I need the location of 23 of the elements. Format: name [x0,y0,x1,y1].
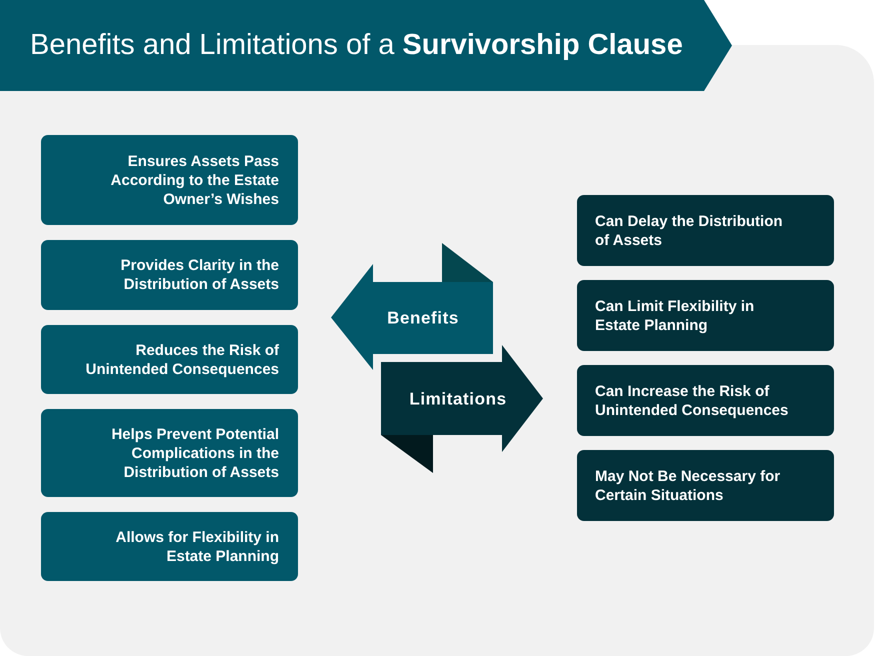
benefit-text: Helps Prevent Potential Complications in the Distribution of Assets [110,424,279,482]
left-arrow-shape [331,243,493,370]
arrow-label: Limitations [409,388,507,409]
limitation-box [577,450,834,521]
right-arrow-shape [381,345,543,473]
limitation-box [577,195,834,266]
benefit-box [41,325,298,394]
benefit-box [41,135,298,225]
benefit-text: Allows for Flexibility in Estate Planning [114,528,279,566]
benefit-box [41,512,298,581]
benefit-text: Provides Clarity in the Distribution of Assets [120,256,279,294]
benefit-box [41,409,298,497]
benefit-text: Reduces the Risk of Unintended Consequences [84,340,279,378]
limitation-text: Can Delay the Distribution of Assets [595,212,784,250]
limitation-box [577,280,834,351]
arrow-label: Benefits [387,308,459,328]
limitation-text: Can Increase the Risk of Unintended Consequences [595,382,790,420]
benefit-text: Ensures Assets Pass According to the Estate Owner’s Wishes [110,152,279,208]
limitation-text: Can Limit Flexibility in Estate Planning [595,296,756,334]
title: Benefits and Limitations of a Survivorship Clause [30,28,683,63]
benefit-box [41,240,298,310]
limitation-box [577,365,834,436]
limitation-text: May Not Be Necessary for Certain Situations [595,466,782,504]
